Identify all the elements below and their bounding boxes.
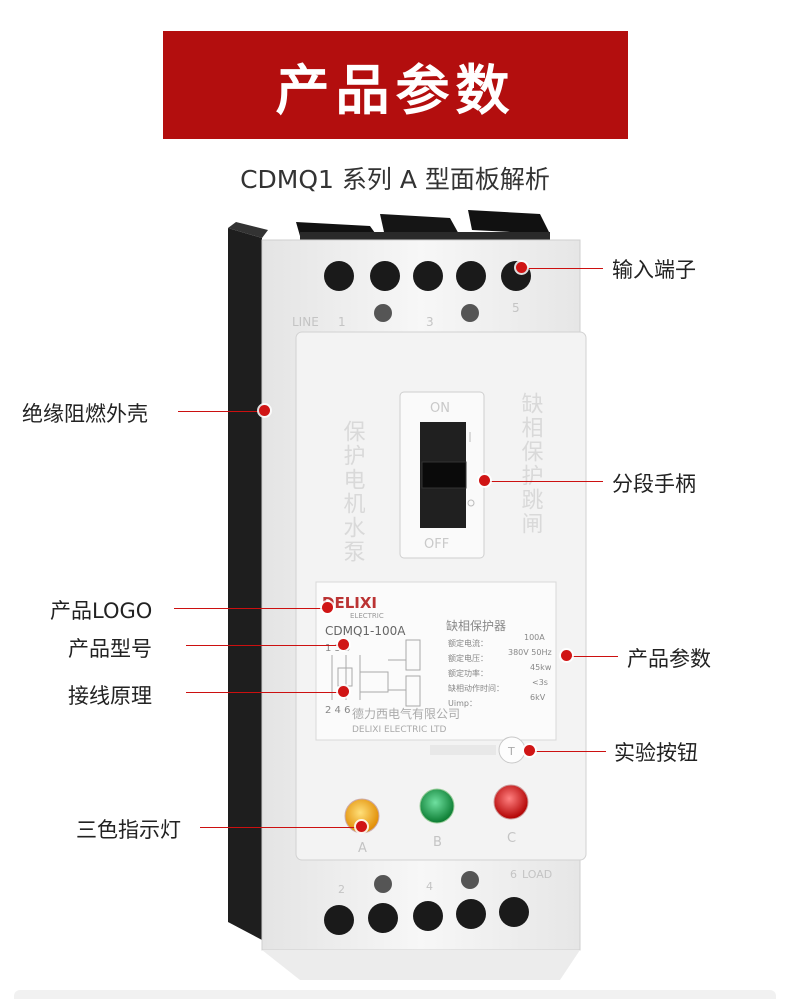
model-code: CDMQ1-100A: [325, 624, 406, 638]
callout-dot: [338, 686, 349, 697]
test-button-label: T: [507, 745, 515, 758]
input-terminals: [324, 261, 531, 322]
terminal-number: 1: [338, 315, 346, 329]
lamp-letter: A: [358, 841, 367, 856]
top-terminal-caps: [296, 210, 550, 242]
callout-line: [174, 608, 328, 609]
screw-icon: [374, 304, 392, 322]
spec-label: 额定电流：: [448, 638, 488, 648]
callout-dot: [338, 639, 349, 650]
right-vertical-text: 缺相保护跳闸: [518, 392, 544, 536]
screw-icon: [461, 871, 479, 889]
line-markings: LINE 1 3 5: [292, 301, 520, 329]
spec-value: 45kw: [530, 663, 552, 672]
callout-line: [178, 411, 264, 412]
load-label: LOAD: [522, 868, 552, 881]
callout-dot: [259, 405, 270, 416]
screw-icon: [461, 304, 479, 322]
lamp-letter: B: [433, 835, 442, 850]
callout-line: [566, 656, 618, 657]
switch-off-label: OFF: [424, 537, 449, 552]
spec-table: 额定电流： 100A 额定电压： 380V 50Hz 额定功率： 45kw 缺相…: [448, 633, 552, 708]
spec-label: 额定电压：: [448, 653, 488, 663]
diagram-terminals-top: 1 3 5: [325, 643, 350, 654]
terminal-hole: [324, 905, 354, 935]
diagram-terminals-bottom: 2 4 6: [325, 705, 350, 716]
terminal-number: 6: [510, 868, 517, 881]
spec-label: 额定功率：: [448, 668, 488, 678]
terminal-hole: [456, 899, 486, 929]
terminal-hole: [370, 261, 400, 291]
terminal-number: 5: [512, 301, 520, 315]
indicator-lamps: A B C: [344, 784, 529, 856]
callout-logo: 产品LOGO: [50, 599, 153, 623]
header-banner: 产品参数: [163, 31, 628, 139]
terminal-hole: [413, 901, 443, 931]
side-housing: [228, 222, 268, 940]
company-en: DELIXI ELECTRIC LTD: [352, 725, 446, 735]
green-lamp-icon: [419, 788, 455, 824]
callout-indicator: 三色指示灯: [76, 818, 181, 842]
callout-line: [530, 751, 606, 752]
callout-line: [186, 692, 342, 693]
callout-wiring: 接线原理: [68, 684, 152, 708]
callout-line: [521, 268, 603, 269]
spec-label: 缺相动作时间：: [448, 683, 504, 693]
terminal-number: 2: [338, 883, 345, 896]
handle-area[interactable]: ON OFF: [399, 391, 485, 559]
brand-sub: ELECTRIC: [350, 612, 384, 620]
lamp-letter: C: [507, 831, 516, 846]
spec-value: <3s: [532, 678, 548, 687]
callout-line: [186, 645, 342, 646]
callout-dot: [479, 475, 490, 486]
callout-dot: [356, 821, 367, 832]
left-vertical-text: 保护电机水泵: [340, 420, 366, 564]
switch-on-label: ON: [430, 401, 450, 416]
spec-value: 6kV: [530, 693, 546, 702]
wiring-diagram: [331, 639, 421, 707]
callout-params: 产品参数: [627, 647, 711, 671]
callout-dot: [322, 602, 333, 613]
callout-dot: [561, 650, 572, 661]
red-lamp-icon: [493, 784, 529, 820]
spec-value: 100A: [524, 633, 545, 642]
terminal-number: 3: [426, 315, 434, 329]
product-name: 缺相保护器: [446, 618, 506, 633]
callout-dot: [516, 262, 527, 273]
terminal-number: 4: [426, 880, 433, 893]
company-cn: 德力西电气有限公司: [352, 706, 460, 721]
brand-logo: DELIXI: [322, 594, 377, 612]
callout-test-button: 实验按钮: [614, 741, 698, 765]
nameplate: DELIXI ELECTRIC CDMQ1-100A 缺相保护器 1 3 5 2…: [315, 581, 557, 741]
spec-label: Uimp：: [448, 699, 477, 708]
terminal-hole: [456, 261, 486, 291]
callout-model: 产品型号: [68, 637, 152, 661]
terminal-hole: [499, 897, 529, 927]
callout-input-terminal: 输入端子: [612, 258, 696, 282]
callout-dot: [524, 745, 535, 756]
spec-value: 380V 50Hz: [508, 648, 552, 657]
screw-icon: [374, 875, 392, 893]
terminal-hole: [368, 903, 398, 933]
callout-line: [200, 827, 360, 828]
line-label: LINE: [292, 315, 319, 329]
page-title: 产品参数: [275, 58, 516, 122]
callout-handle: 分段手柄: [612, 472, 696, 496]
toggle-handle[interactable]: [421, 461, 467, 489]
terminal-hole: [413, 261, 443, 291]
bottom-strip: [14, 990, 776, 999]
amber-lamp-icon: [344, 798, 380, 834]
output-terminals: 2 4 6 LOAD: [262, 868, 580, 980]
subtitle: CDMQ1 系列 A 型面板解析: [240, 165, 550, 194]
callout-line: [486, 481, 603, 482]
terminal-hole: [324, 261, 354, 291]
callout-housing: 绝缘阻燃外壳: [22, 402, 148, 426]
